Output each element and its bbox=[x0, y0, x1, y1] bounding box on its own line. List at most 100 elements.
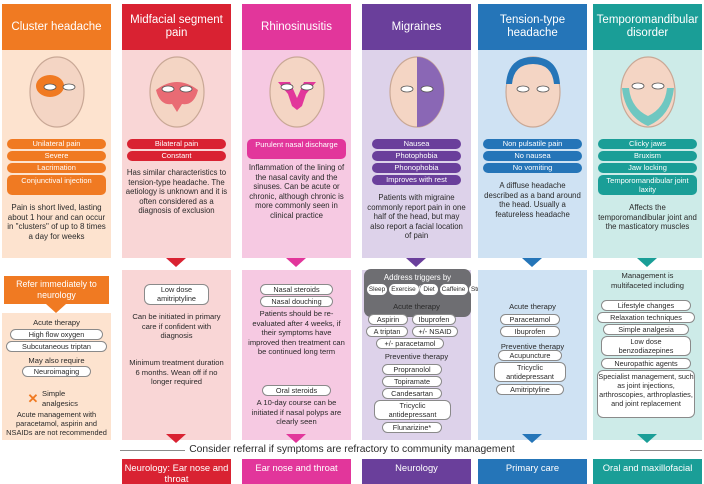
symptom-badge: Clicky jaws bbox=[598, 139, 697, 149]
symptom-badge: No nausea bbox=[483, 151, 582, 161]
referral-destination: Ear nose and throat bbox=[242, 459, 351, 484]
symptom-badge: Conjunctival injection bbox=[7, 175, 106, 195]
midfacial-description: Has similar characteristics to tension-t… bbox=[125, 168, 228, 216]
therapy-pill: Candesartan bbox=[382, 388, 442, 399]
simple-analgesics-label: Simple analgesics bbox=[42, 389, 78, 408]
arrow-down-icon bbox=[522, 434, 542, 443]
referral-banner: Consider referral if symptoms are refrac… bbox=[0, 443, 704, 457]
rhino-header: Rhinosinusitis bbox=[242, 4, 351, 50]
rhino-text-2: A 10-day course can be initiated if nasa… bbox=[251, 398, 342, 426]
referral-destination: Neurology bbox=[362, 459, 471, 484]
arrow-down-icon bbox=[522, 258, 542, 267]
face-icon bbox=[619, 56, 676, 128]
arrow-down-icon bbox=[286, 258, 306, 267]
symptom-badge: Purulent nasal discharge bbox=[247, 139, 346, 159]
therapy-pill: Relaxation techniques bbox=[597, 312, 695, 323]
referral-banner-text: Consider referral if symptoms are refrac… bbox=[185, 444, 519, 455]
face-icon bbox=[388, 56, 445, 128]
referral-destination: Oral and maxillofacial bbox=[593, 459, 702, 484]
face-icon bbox=[28, 56, 85, 128]
midfacial-text-2: Minimum treatment duration 6 months. Wea… bbox=[129, 358, 224, 386]
midfacial-text-1: Can be initiated in primary care if conf… bbox=[132, 312, 221, 340]
cluster-note: Acute management with paracetamol, aspir… bbox=[6, 410, 107, 437]
column-tension: Tension-type headache Non pulsatile pain… bbox=[476, 0, 589, 484]
therapy-pill: Nasal douching bbox=[260, 296, 333, 307]
therapy-pill: Lifestyle changes bbox=[601, 300, 691, 311]
therapy-pill: Low dose amitriptyline bbox=[144, 284, 209, 305]
arrow-down-icon bbox=[46, 304, 66, 313]
therapy-pill: Amitriptyline bbox=[496, 384, 564, 395]
cluster-description: Pain is short lived, lasting about 1 hou… bbox=[7, 203, 106, 241]
therapy-pill: Neuropathic agents bbox=[601, 358, 691, 369]
column-cluster: Cluster headache Unilateral pain Severe … bbox=[0, 0, 113, 484]
referral-destination: Neurology: Ear nose and throat bbox=[122, 459, 231, 484]
symptom-badge: Non pulsatile pain bbox=[483, 139, 582, 149]
referral-destination: Primary care bbox=[478, 459, 587, 484]
cluster-header: Cluster headache bbox=[2, 4, 111, 50]
symptom-badge: Temporomandibular joint laxity bbox=[598, 175, 697, 195]
therapy-pill: Aspirin bbox=[368, 314, 408, 325]
symptom-badge: Constant bbox=[127, 151, 226, 161]
therapy-pill: Nasal steroids bbox=[260, 284, 333, 295]
therapy-pill: Topiramate bbox=[382, 376, 442, 387]
may-require-label: May also require bbox=[28, 356, 85, 365]
therapy-pill: +/- NSAID bbox=[412, 326, 458, 337]
therapy-pill: Neuroimaging bbox=[22, 366, 91, 377]
acute-therapy-label: Acute therapy bbox=[33, 318, 80, 327]
symptom-badge: Phonophobia bbox=[372, 163, 461, 173]
therapy-pill: Ibuprofen bbox=[500, 326, 560, 337]
migraine-header: Migraines bbox=[362, 4, 471, 50]
therapy-pill: Propranolol bbox=[382, 364, 442, 375]
arrow-down-icon bbox=[166, 258, 186, 267]
trigger-pill: Exercise bbox=[388, 284, 419, 295]
therapy-pill: A triptan bbox=[366, 326, 408, 337]
column-migraines: Migraines Nausea Photophobia Phonophobia… bbox=[360, 0, 491, 484]
acute-therapy-label: Acute therapy bbox=[509, 302, 556, 311]
symptom-badge: Severe bbox=[7, 151, 106, 161]
trigger-pill: Caffeine bbox=[439, 284, 468, 295]
therapy-pill: Low dose benzodiazepines bbox=[601, 336, 691, 356]
tmd-header: Temporomandibular disorder bbox=[593, 4, 702, 50]
preventive-therapy-label: Preventive therapy bbox=[500, 342, 565, 351]
symptom-badge: No vomiting bbox=[483, 163, 582, 173]
tension-description: A diffuse headache described as a band a… bbox=[484, 181, 581, 219]
arrow-down-icon bbox=[406, 258, 426, 267]
symptom-badge: Improves with rest bbox=[372, 175, 461, 185]
symptom-badge: Bruxism bbox=[598, 151, 697, 161]
tension-header: Tension-type headache bbox=[478, 4, 587, 50]
trigger-pill: Sleep bbox=[367, 284, 387, 295]
symptom-badge: Photophobia bbox=[372, 151, 461, 161]
arrow-down-icon bbox=[637, 258, 657, 267]
face-icon bbox=[148, 56, 205, 128]
arrow-down-icon bbox=[286, 434, 306, 443]
therapy-pill: Flunarizine* bbox=[382, 422, 442, 433]
symptom-badge: Nausea bbox=[372, 139, 461, 149]
therapy-pill: Tricyclic antidepressant bbox=[494, 362, 566, 382]
face-icon bbox=[268, 56, 325, 128]
banner-line-left bbox=[120, 450, 220, 451]
trigger-pill: Diet bbox=[420, 284, 438, 295]
therapy-pill: Paracetamol bbox=[500, 314, 560, 325]
symptom-badge: Bilateral pain bbox=[127, 139, 226, 149]
midfacial-header: Midfacial segment pain bbox=[122, 4, 231, 50]
acute-therapy-label: Acute therapy bbox=[393, 302, 440, 311]
management-label: Management is multifaceted including bbox=[610, 271, 685, 290]
face-icon bbox=[504, 56, 561, 128]
symptom-badge: Jaw locking bbox=[598, 163, 697, 173]
symptom-badge: Lacrimation bbox=[7, 163, 106, 173]
arrow-down-icon bbox=[166, 434, 186, 443]
symptom-badge: Unilateral pain bbox=[7, 139, 106, 149]
preventive-therapy-label: Preventive therapy bbox=[384, 352, 449, 361]
therapy-pill: Subcutaneous triptan bbox=[6, 341, 107, 352]
column-rhinosinusitis: Rhinosinusitis Purulent nasal discharge … bbox=[240, 0, 353, 484]
tmd-description: Affects the temporomandibular joint and … bbox=[598, 203, 697, 232]
rhino-text-1: Patients should be re-evaluated after 4 … bbox=[248, 309, 345, 356]
column-midfacial: Midfacial segment pain Bilateral pain Co… bbox=[120, 0, 233, 484]
rhino-description: Inflammation of the lining of the nasal … bbox=[248, 163, 345, 220]
therapy-pill: High flow oxygen bbox=[10, 329, 103, 340]
therapy-pill: Acupuncture bbox=[498, 350, 562, 361]
therapy-pill: Ibuprofen bbox=[412, 314, 456, 325]
therapy-pill: Simple analgesia bbox=[603, 324, 689, 335]
therapy-pill: Tricyclic antidepressant bbox=[374, 400, 451, 420]
